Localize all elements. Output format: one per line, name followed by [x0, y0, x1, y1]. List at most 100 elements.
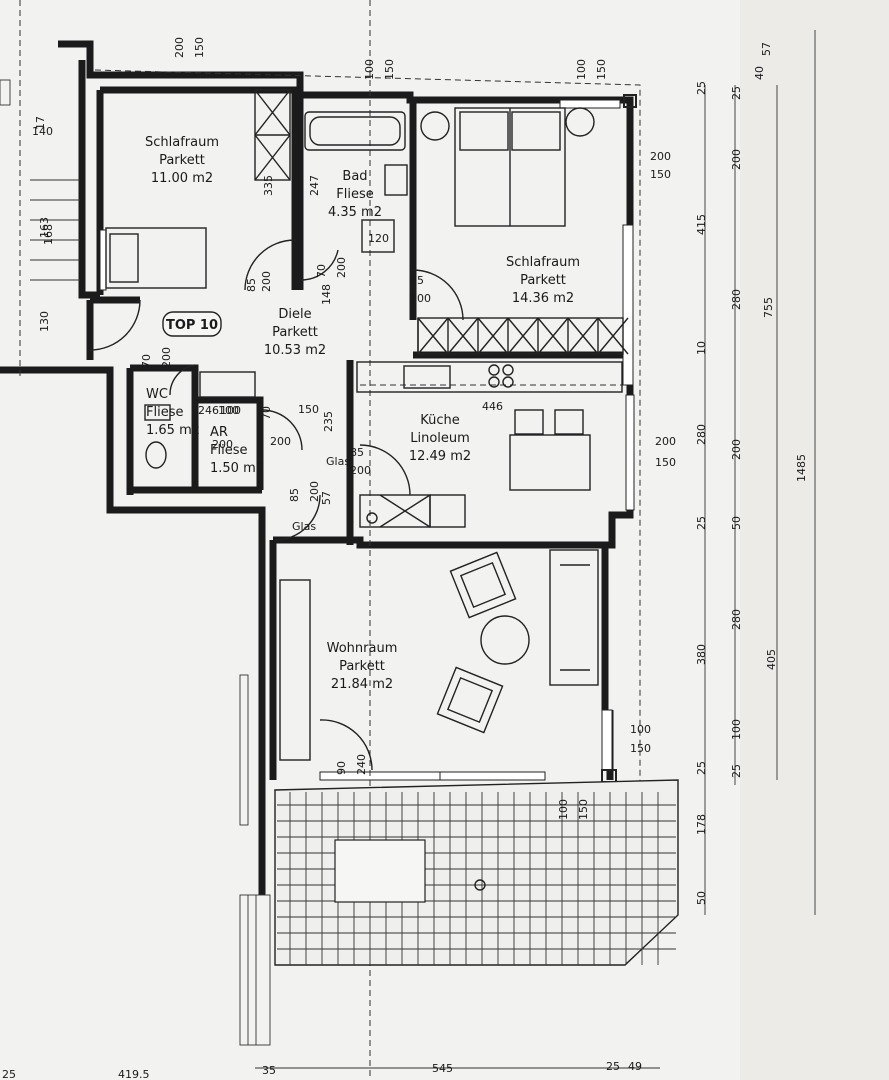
- dim-chain1-4: 25: [695, 516, 708, 530]
- dim-chain-total: 1485: [795, 454, 808, 482]
- dim-left-0: 140: [32, 125, 53, 138]
- dim-door-sr1-0: 85: [245, 278, 258, 292]
- dim-misc-7: 200: [212, 438, 233, 451]
- dim-left-3: 168: [42, 224, 55, 245]
- dim-misc-4: 148: [320, 284, 333, 305]
- room-wc-area: 1.65 m2: [146, 423, 200, 438]
- dim-misc-3: 246: [198, 404, 219, 417]
- room-bad-area: 4.35 m2: [328, 205, 382, 220]
- dim-door-diele-1: 200: [308, 481, 321, 502]
- dim-top-a-1: 150: [193, 37, 206, 58]
- room-kueche-floor: Linoleum: [410, 431, 470, 446]
- room-wc-floor: Fliese: [146, 405, 183, 420]
- dim-terrace-door-0: 100: [557, 799, 570, 820]
- dim-misc-1: 150: [298, 403, 319, 416]
- dim-top-c-0: 100: [575, 59, 588, 80]
- room-wohnraum-name: Wohnraum: [327, 641, 398, 656]
- room-wohnraum-floor: Parkett: [339, 659, 385, 674]
- dim-chain1-1: 415: [695, 214, 708, 235]
- terrace-label-box: [334, 839, 426, 903]
- dim-top-b-0: 100: [363, 59, 376, 80]
- dim-chain1-0: 25: [695, 81, 708, 95]
- dim-chain2-5: 280: [730, 609, 743, 630]
- room-bad-name: Bad: [342, 169, 367, 184]
- dim-misc-8: 100: [220, 404, 241, 417]
- dim-chain2-6: 100: [730, 719, 743, 740]
- dim-door-sr1-1: 200: [260, 271, 273, 292]
- dim-left-2: 130: [38, 311, 51, 332]
- bad-window-label: 120: [368, 232, 389, 245]
- dim-door-diele-0: 85: [288, 488, 301, 502]
- dim-right-1-0: 200: [650, 150, 671, 163]
- dim-door-bad-0: 70: [315, 264, 328, 278]
- room-diele-name: Diele: [278, 307, 311, 322]
- dim-right-2-0: 200: [655, 435, 676, 448]
- dim-bottom-1: 419.5: [118, 1068, 150, 1080]
- dim-chain2-4: 50: [730, 516, 743, 530]
- dim-right-3-1: 150: [630, 742, 651, 755]
- room-ar-name: AR: [210, 425, 228, 440]
- room-wohnraum-area: 21.84 m2: [331, 677, 393, 692]
- dim-chain1-7: 178: [695, 814, 708, 835]
- unit-label: TOP 10: [162, 311, 222, 337]
- dim-misc-2: 235: [322, 411, 335, 432]
- stairs: [0, 79, 271, 1046]
- dim-chain3-0: 40: [753, 66, 766, 80]
- dim-right-2-1: 150: [655, 456, 676, 469]
- dim-left-4: 247: [308, 175, 321, 196]
- dim-right-1-1: 150: [650, 168, 671, 181]
- dim-door-ar-0: 70: [260, 406, 273, 420]
- dim-right-3-0: 100: [630, 723, 651, 736]
- dim-chain1-8: 50: [695, 891, 708, 905]
- dim-door-wc-1: 200: [160, 347, 173, 368]
- dim-chain3-2: 755: [762, 297, 775, 318]
- room-ar-area: 1.50 m2: [210, 461, 264, 476]
- glas-label-2: Glas: [292, 520, 316, 533]
- dim-chain1-2: 10: [695, 341, 708, 355]
- dim-door-kueche-0: 85: [350, 446, 364, 459]
- dim-chain2-0: 25: [730, 86, 743, 100]
- dim-terrace-door-1: 150: [577, 799, 590, 820]
- room-schlafraum-1-name: Schlafraum: [145, 135, 219, 150]
- kitchen-length-label: 446: [482, 400, 503, 413]
- furniture: [105, 89, 629, 891]
- room-schlafraum-1-area: 11.00 m2: [151, 171, 213, 186]
- room-diele-area: 10.53 m2: [264, 343, 326, 358]
- dimension-lines: [255, 30, 816, 1069]
- dim-left-1: 163: [38, 217, 51, 238]
- dim-top-b-1: 150: [383, 59, 396, 80]
- room-schlafraum-2-name: Schlafraum: [506, 255, 580, 270]
- room-ar-floor: Fliese: [210, 443, 247, 458]
- dim-bottom-3: 545: [432, 1062, 453, 1075]
- dim-misc-5: 335: [262, 175, 275, 196]
- dim-chain2-2: 280: [730, 289, 743, 310]
- glas-label-1: Glas: [326, 455, 350, 468]
- dim-chain2-7: 25: [730, 764, 743, 778]
- dim-chain2-1: 200: [730, 149, 743, 170]
- dim-chain3-3: 405: [765, 649, 778, 670]
- dim-bottom-2: 35: [262, 1064, 276, 1077]
- door-swings: [89, 239, 464, 771]
- room-bad-floor: Fliese: [336, 187, 373, 202]
- dim-door-bad-1: 200: [335, 257, 348, 278]
- room-schlafraum-2-floor: Parkett: [520, 273, 566, 288]
- dim-top-c-1: 150: [595, 59, 608, 80]
- room-kueche-area: 12.49 m2: [409, 449, 471, 464]
- unit-label-text: TOP 10: [166, 318, 218, 333]
- room-schlafraum-1-floor: Parkett: [159, 153, 205, 168]
- dim-chain2-3: 200: [730, 439, 743, 460]
- terrace-tiles: [274, 779, 679, 966]
- dim-bottom-0: 25: [2, 1068, 16, 1080]
- dim-left-5: 17: [34, 116, 47, 130]
- dim-chain1-6: 25: [695, 761, 708, 775]
- dim-door-wc-0: 70: [140, 354, 153, 368]
- windows: [99, 94, 637, 783]
- dim-chain1-3: 280: [695, 424, 708, 445]
- dim-chain1-5: 380: [695, 644, 708, 665]
- dim-top-a-0: 200: [173, 37, 186, 58]
- dim-bottom-5: 49: [628, 1060, 642, 1073]
- room-schlafraum-2-area: 14.36 m2: [512, 291, 574, 306]
- dim-bottom-4: 25: [606, 1060, 620, 1073]
